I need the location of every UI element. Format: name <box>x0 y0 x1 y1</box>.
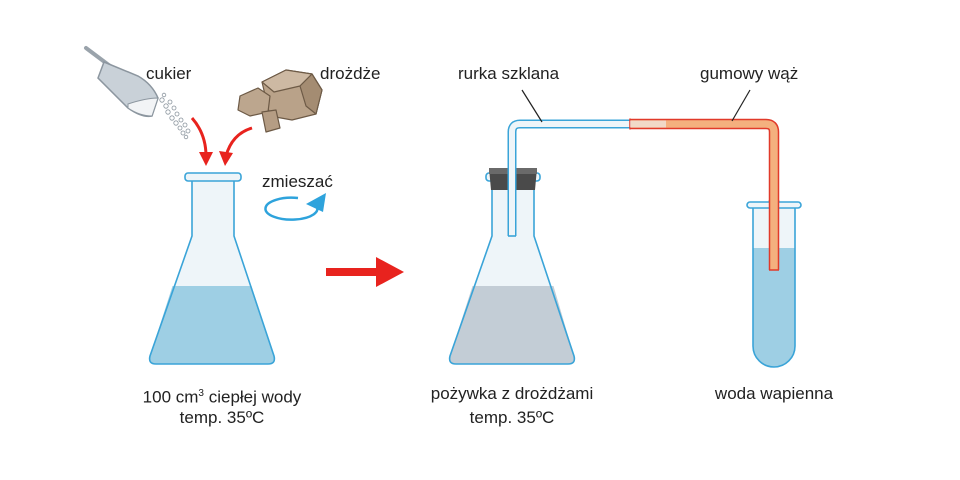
rubber-hose-label: gumowy wąż <box>700 64 799 83</box>
glass-tube <box>507 119 666 237</box>
flask1-caption-line2: temp. 35ºC <box>179 408 265 427</box>
process-arrow-icon <box>326 257 404 287</box>
test-tube-caption: woda wapienna <box>714 384 834 403</box>
test-tube <box>746 200 802 368</box>
glass-tube-label: rurka szklana <box>458 64 560 83</box>
yeast-block-icon <box>237 69 323 133</box>
stir-arrow-icon <box>264 193 326 221</box>
sugar-label: cukier <box>146 64 192 83</box>
yeast-arrow-icon <box>219 126 253 166</box>
sugar-scoop-icon <box>84 46 159 118</box>
stir-label: zmieszać <box>262 172 333 191</box>
flask2-caption-line2: temp. 35ºC <box>469 408 555 427</box>
flask2-caption-line1: pożywka z drożdżami <box>430 384 594 403</box>
sugar-grains <box>159 92 191 140</box>
yeast-label: drożdże <box>320 64 381 83</box>
glass-tube-pointer <box>521 89 543 123</box>
flask1-caption-line1: 100 cm3 ciepłej wody <box>142 387 302 407</box>
rubber-hose-pointer <box>731 89 751 122</box>
flask-water <box>148 172 276 365</box>
sugar-arrow-icon <box>190 117 213 166</box>
